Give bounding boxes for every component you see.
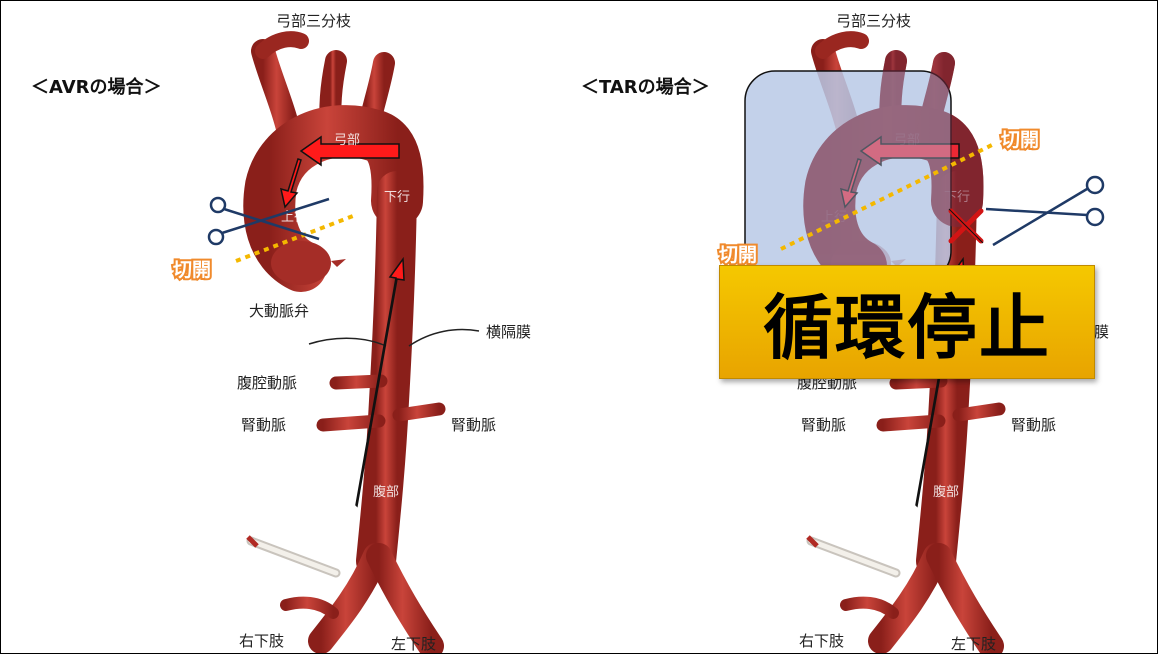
right-label-leg-left: 左下肢 — [951, 635, 996, 653]
circulatory-arrest-badge: 循環停止 — [719, 265, 1095, 379]
left-label-leg-left: 左下肢 — [391, 635, 436, 653]
right-cut-label-left: 切開 — [719, 244, 757, 266]
left-aorta-illustration — [248, 39, 479, 646]
left-label-descending: 下行 — [384, 190, 410, 205]
right-label-diaphragm-partial: 膜 — [1094, 323, 1109, 341]
left-label-leg-right: 右下肢 — [239, 632, 284, 650]
right-label-renal-right: 腎動脈 — [801, 416, 846, 434]
right-panel-title: ＜TARの場合＞ — [581, 76, 710, 98]
left-label-arch-branches: 弓部三分枝 — [276, 12, 351, 30]
left-label-valve: 大動脈弁 — [249, 302, 309, 320]
right-label-renal-left: 腎動脈 — [1011, 416, 1056, 434]
right-label-leg-right: 右下肢 — [799, 632, 844, 650]
right-label-arch-branches: 弓部三分枝 — [836, 12, 911, 30]
left-label-renal-left: 腎動脈 — [451, 416, 496, 434]
left-label-celiac: 腹腔動脈 — [237, 374, 297, 392]
left-panel-title: ＜AVRの場合＞ — [31, 76, 162, 98]
right-cut-label-top: 切開 — [1001, 129, 1039, 151]
right-scissors-icon — [986, 177, 1103, 245]
right-label-abdominal: 腹部 — [933, 484, 959, 500]
left-label-abdominal: 腹部 — [373, 484, 399, 500]
left-label-renal-right: 腎動脈 — [241, 416, 286, 434]
left-cut-label: 切開 — [173, 259, 211, 281]
left-label-arch: 弓部 — [334, 133, 360, 148]
left-label-diaphragm: 横隔膜 — [486, 323, 531, 341]
circulatory-arrest-text: 循環停止 — [763, 272, 1051, 373]
